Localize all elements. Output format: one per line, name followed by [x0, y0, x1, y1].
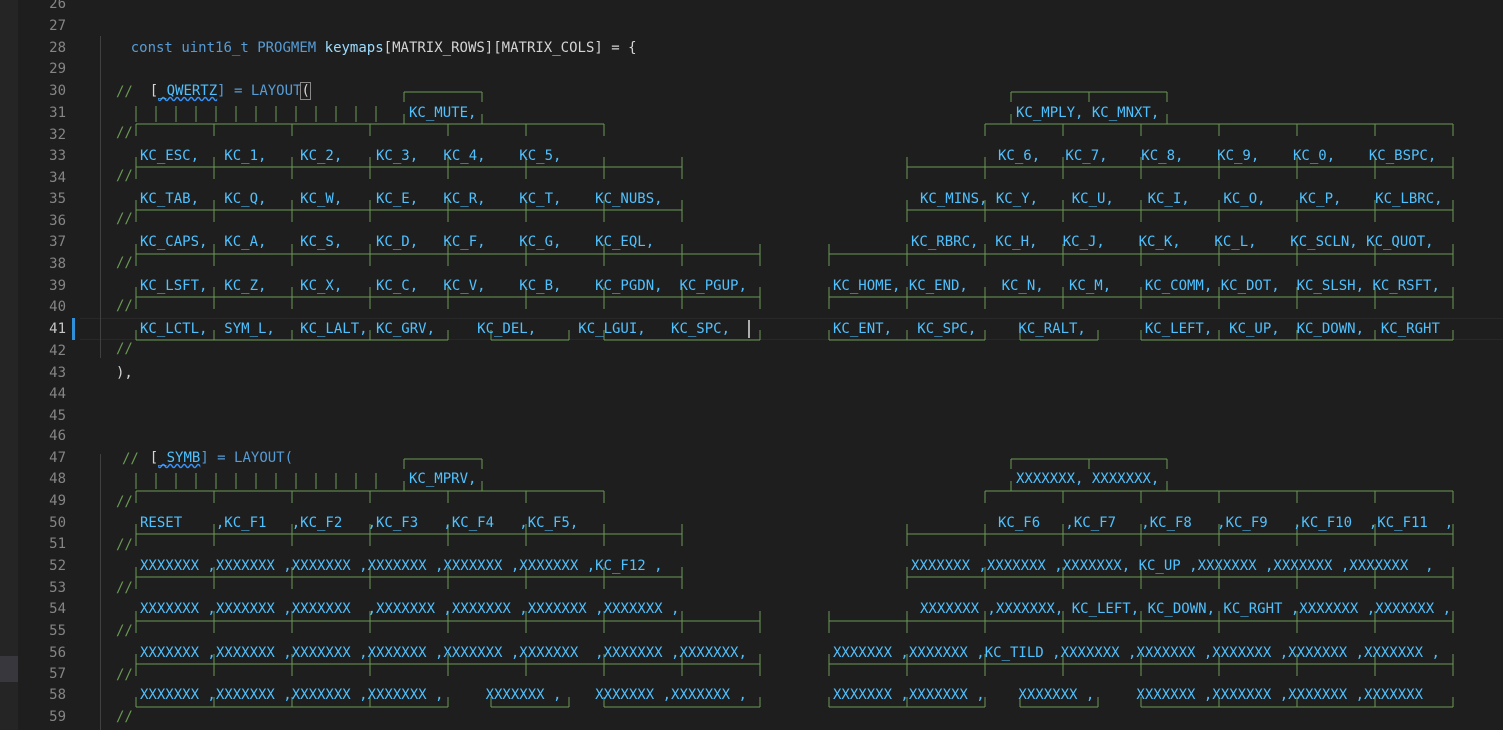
key-row-54-right[interactable]: XXXXXXX ,XXXXXXX, KC_LEFT, KC_DOWN, KC_R…	[920, 601, 1452, 617]
progmem-keyword: PROGMEM	[257, 40, 317, 56]
line-number: 33	[49, 148, 66, 164]
line-number: 48	[49, 471, 66, 487]
comment-slashes: //	[116, 537, 133, 553]
comment-slashes: //	[116, 580, 133, 596]
comment-slashes: //	[116, 255, 133, 271]
line-number: 42	[49, 343, 66, 359]
bracket: [	[149, 450, 159, 466]
line-number: 59	[49, 709, 66, 725]
key-row-52-right[interactable]: XXXXXXX ,XXXXXXX ,XXXXXXX, KC_UP ,XXXXXX…	[911, 558, 1434, 574]
key-row-37-right[interactable]: KC_RBRC, KC_H, KC_J, KC_K, KC_L, KC_SCLN…	[911, 234, 1434, 250]
key-row-37-left[interactable]: KC_CAPS, KC_A, KC_S, KC_D, KC_F, KC_G, K…	[140, 234, 655, 250]
key-row-48-right[interactable]: XXXXXXX, XXXXXXX,	[1016, 471, 1160, 487]
line-number: 44	[49, 386, 66, 402]
text-cursor	[748, 320, 750, 338]
key-row-48-left[interactable]: KC_MPRV,	[409, 471, 477, 487]
line-number: 30	[49, 83, 66, 99]
line-number: 29	[49, 61, 66, 77]
indent-guide	[100, 454, 101, 730]
layout-macro: ] = LAYOUT(	[200, 450, 294, 466]
indent-guide	[100, 36, 101, 358]
line-number: 46	[49, 428, 66, 444]
line-number: 40	[49, 299, 66, 315]
type-name: uint16_t	[181, 40, 249, 56]
line-number: 31	[49, 105, 66, 121]
const-keyword: const	[130, 40, 173, 56]
key-row-54-left[interactable]: XXXXXXX ,XXXXXXX ,XXXXXXX ,XXXXXXX ,XXXX…	[140, 601, 680, 617]
qwertz-layer-header[interactable]: [_QWERTZ] = LAYOUT(	[116, 58, 311, 100]
key-row-31-right[interactable]: KC_MPLY, KC_MNXT,	[1016, 105, 1160, 121]
key-row-33-left[interactable]: KC_ESC, KC_1, KC_2, KC_3, KC_4, KC_5,	[140, 148, 562, 164]
comment-slashes: //	[116, 168, 133, 184]
line-number: 49	[49, 493, 66, 509]
key-row-52-left[interactable]: XXXXXXX ,XXXXXXX ,XXXXXXX ,XXXXXXX ,XXXX…	[140, 558, 663, 574]
line-number: 34	[49, 170, 66, 186]
comment-slashes: //	[116, 341, 133, 357]
comment-slashes: //	[116, 709, 133, 725]
comment-slashes: //	[116, 84, 133, 100]
key-row-35-left[interactable]: KC_TAB, KC_Q, KC_W, KC_E, KC_R, KC_T, KC…	[140, 191, 663, 207]
current-line-highlight	[80, 318, 1503, 340]
symb-layer-header[interactable]: [_SYMB] = LAYOUT(	[116, 425, 293, 466]
layer-name-symb: _SYMB	[158, 450, 201, 466]
key-row-58-left[interactable]: XXXXXXX ,XXXXXXX ,XXXXXXX ,XXXXXXX , XXX…	[140, 687, 747, 703]
layer-name-qwertz: _QWERTZ	[158, 83, 218, 99]
key-row-39-right[interactable]: KC_HOME, KC_END, KC_N, KC_M, KC_COMM, KC…	[833, 278, 1440, 294]
comment-slashes: //	[122, 451, 139, 467]
matching-paren: (	[300, 82, 311, 100]
line-number: 43	[49, 365, 66, 381]
line-number: 36	[49, 213, 66, 229]
editor-left-strip	[0, 0, 18, 730]
key-row-35-right[interactable]: KC_MINS, KC_Y, KC_U, KC_I, KC_O, KC_P, K…	[920, 191, 1443, 207]
key-row-56-left[interactable]: XXXXXXX ,XXXXXXX ,XXXXXXX ,XXXXXXX ,XXXX…	[140, 645, 747, 661]
key-row-50-right[interactable]: KC_F6 ,KC_F7 ,KC_F8 ,KC_F9 ,KC_F10 ,KC_F…	[998, 515, 1454, 531]
line-number: 50	[49, 515, 66, 531]
line-number: 32	[49, 127, 66, 143]
line-number: 35	[49, 191, 66, 207]
key-row-33-right[interactable]: KC_6, KC_7, KC_8, KC_9, KC_0, KC_BSPC,	[998, 148, 1437, 164]
comment-slashes: //	[116, 623, 133, 639]
line-number: 54	[49, 601, 66, 617]
layout-close[interactable]: ),	[116, 365, 133, 381]
line-number: 37	[49, 234, 66, 250]
keymaps-declaration[interactable]: const uint16_t PROGMEM keymaps[MATRIX_RO…	[97, 15, 637, 56]
line-number: 45	[49, 408, 66, 424]
comment-slashes: //	[116, 211, 133, 227]
layout-macro: ] = LAYOUT	[217, 83, 302, 99]
key-row-31-left[interactable]: KC_MUTE,	[409, 105, 477, 121]
comment-slashes: //	[116, 298, 133, 314]
line-number: 55	[49, 623, 66, 639]
line-number: 52	[49, 558, 66, 574]
line-number: 47	[49, 450, 66, 466]
line-number: 57	[49, 666, 66, 682]
line-number: 38	[49, 256, 66, 272]
strip-highlight	[0, 656, 18, 682]
keymaps-identifier: keymaps	[324, 40, 384, 56]
line-number: 26	[49, 0, 66, 12]
line-number: 51	[49, 536, 66, 552]
comment-slashes: //	[116, 494, 133, 510]
bracket: [	[149, 83, 159, 99]
key-row-41-right[interactable]: KC_ENT, KC_SPC, KC_RALT, KC_LEFT, KC_UP,…	[833, 321, 1440, 337]
line-number: 53	[49, 580, 66, 596]
modified-line-indicator	[72, 318, 75, 340]
key-row-58-right[interactable]: XXXXXXX ,XXXXXXX , XXXXXXX , XXXXXXX ,XX…	[833, 687, 1424, 703]
line-number: 41	[49, 321, 66, 337]
key-row-50-left[interactable]: RESET ,KC_F1 ,KC_F2 ,KC_F3 ,KC_F4 ,KC_F5…	[140, 515, 579, 531]
line-number: 58	[49, 687, 66, 703]
key-row-56-right[interactable]: XXXXXXX ,XXXXXXX ,KC_TILD ,XXXXXXX ,XXXX…	[833, 645, 1440, 661]
line-number: 28	[49, 40, 66, 56]
comment-slashes: //	[116, 125, 133, 141]
array-dims: [MATRIX_ROWS][MATRIX_COLS] = {	[383, 40, 637, 56]
line-number: 56	[49, 645, 66, 661]
key-row-39-left[interactable]: KC_LSFT, KC_Z, KC_X, KC_C, KC_V, KC_B, K…	[140, 278, 747, 294]
comment-slashes: //	[116, 667, 133, 683]
line-number: 27	[49, 18, 66, 34]
line-number-gutter: 26 27 28 29 30 31 32 33 34 35 36 37 38 39 40 41 42 43 44 45…	[18, 0, 80, 730]
key-row-41-left[interactable]: KC_LCTL, SYM_L, KC_LALT, KC_GRV, KC_DEL,…	[140, 321, 731, 337]
line-number: 39	[49, 278, 66, 294]
